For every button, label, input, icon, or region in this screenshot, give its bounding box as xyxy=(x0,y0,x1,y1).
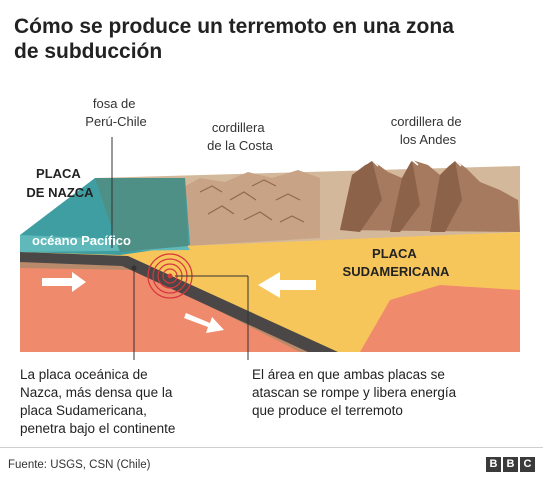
arrow-right-icon xyxy=(42,272,86,292)
bbc-logo: B B C xyxy=(486,457,535,472)
footer-divider xyxy=(0,447,543,448)
andes-range-shadow xyxy=(340,160,382,232)
source-note: Fuente: USGS, CSN (Chile) xyxy=(8,459,151,471)
label-pacific-ocean: océano Pacífico xyxy=(32,233,131,248)
ocean-slab-top xyxy=(95,178,188,252)
subducting-slab xyxy=(20,252,338,352)
caption-earthquake-release: El área en que ambas placas se atascan s… xyxy=(252,367,457,418)
andes-range xyxy=(340,160,520,232)
label-coastal-range: cordillera de la Costa xyxy=(207,120,274,153)
coastal-range-ridges xyxy=(199,179,305,223)
nazca-mantle xyxy=(20,268,300,352)
andes-range-shadow xyxy=(390,160,420,232)
bbc-logo-letter: B xyxy=(503,457,518,472)
coastal-range xyxy=(178,170,320,246)
bbc-logo-letter: C xyxy=(520,457,535,472)
caption-subduction: La placa oceánica de Nazca, más densa qu… xyxy=(20,367,176,436)
bbc-logo-letter: B xyxy=(486,457,501,472)
label-nazca-plate: PLACA DE NAZCA xyxy=(26,166,94,200)
label-south-american-plate: PLACA SUDAMERICANA xyxy=(343,246,451,279)
arrow-left-icon xyxy=(258,272,316,298)
page-title: Cómo se produce un terremoto en una zona… xyxy=(14,15,454,63)
label-trench: fosa de Perú-Chile xyxy=(85,96,146,129)
trench-pointer-dot xyxy=(131,265,137,271)
label-andes: cordillera de los Andes xyxy=(391,114,465,147)
andes-range-shadow xyxy=(430,160,462,232)
andes-peaks xyxy=(365,158,462,167)
arrow-down-right-icon xyxy=(184,313,224,333)
andes-root xyxy=(360,285,520,352)
